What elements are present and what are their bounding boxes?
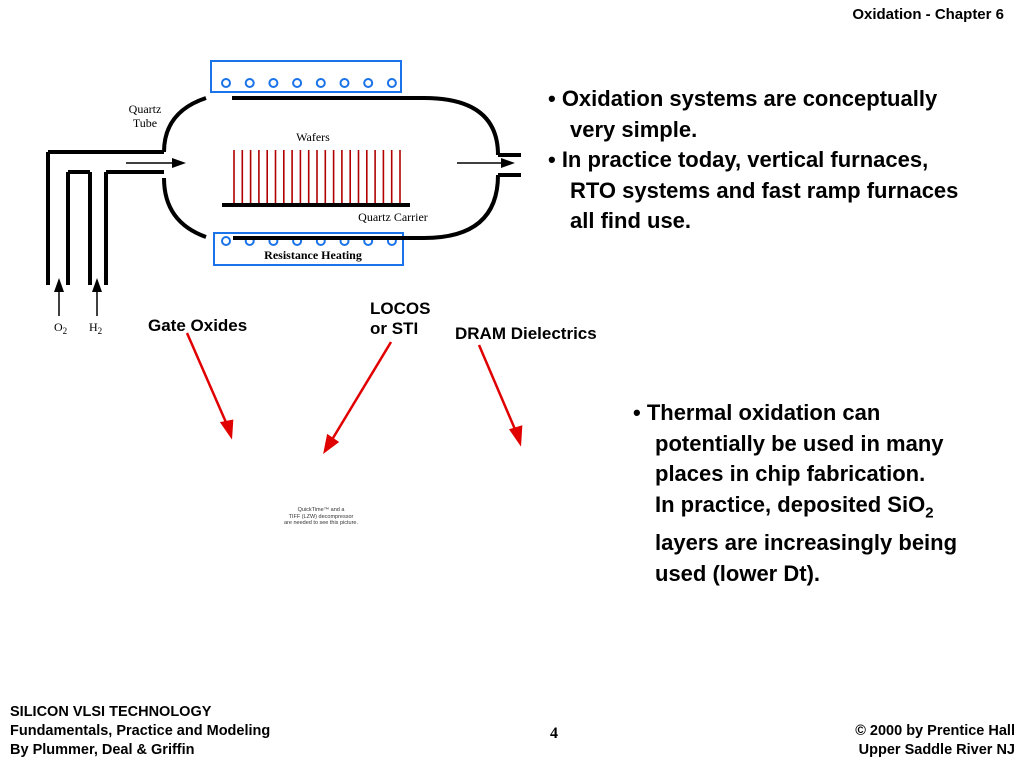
arrow-gate-oxides-head [219,419,234,440]
quartz-tube [46,96,521,285]
o2-inlet-arrow [54,278,64,316]
bullet-2-line2: RTO systems and fast ramp furnaces [570,177,959,203]
slide-header-title: Oxidation - Chapter 6 [852,6,1004,23]
gas-flow-arrow-in [126,158,186,168]
locos-label: LOCOS or STI [370,299,430,339]
gate-oxides-label: Gate Oxides [148,316,248,335]
bullet-3-line3: places in chip fabrication. [655,461,926,486]
top-heater-coils [221,78,397,88]
heater-coil [221,236,231,246]
heater-coil [268,78,279,88]
bullet-3-line5: layers are increasingly being [655,530,958,556]
heater-coil [315,78,326,88]
footer-left: SILICON VLSI TECHNOLOGY Fundamentals, Pr… [10,704,271,758]
arrow-locos-head [323,433,340,454]
locos-label-line1: LOCOS [370,299,431,318]
arrow-dram-head [508,425,523,447]
quartz-tube-label-1: Quartz [129,102,162,116]
gas-flow-arrow-out [457,158,515,168]
bullet-3-line1: • Thermal oxidation can [633,400,881,425]
o2-label: O2 [54,320,67,336]
page-number: 4 [550,725,558,742]
bullet-3-line6: used (lower Dt). [655,560,821,586]
bullet-2-line1: • In practice today, vertical furnaces, [548,147,929,172]
h2-label: H2 [89,320,102,336]
arrow-locos [328,341,393,444]
quartz-carrier-label: Quartz Carrier [358,210,428,224]
bottom-heater-coils [221,236,397,246]
heater-coil [386,78,397,88]
bullet-1-line1: • Oxidation systems are conceptually [548,86,938,111]
wafers-label: Wafers [296,130,330,144]
arrow-dram [477,344,519,435]
bullet-3-line2: potentially be used in many [655,430,944,456]
heater-coil [292,78,303,88]
bullets-bottom: • Thermal oxidation can potentially be u… [633,398,957,589]
h2-inlet-arrow [92,278,102,316]
bullet-1-line2: very simple. [570,116,698,142]
heater-coil [339,78,350,88]
wafers [233,150,401,204]
bullet-2-line3: all find use. [570,208,692,233]
heater-coil [363,78,374,88]
heater-coil [244,78,255,88]
locos-label-line2: or STI [370,319,419,338]
top-heater-box [210,60,402,93]
footer-right: © 2000 by Prentice Hall Upper Saddle Riv… [855,723,1015,758]
furnace-diagram: Quartz Tube Wafers Quartz Carrier Resist… [46,60,521,336]
heater-coil [221,78,231,88]
bullets-top: • Oxidation systems are conceptually ver… [548,84,958,237]
image-placeholder-text: QuickTime™ and a TIFF (LZW) decompressor… [284,507,358,526]
dram-dielectrics-label: DRAM Dielectrics [455,324,597,343]
quartz-tube-label-2: Tube [133,116,157,130]
bottom-heater-box [213,232,404,266]
resistance-heating-label: Resistance Heating [264,248,362,262]
arrow-gate-oxides [185,332,230,428]
bullet-3-line4: In practice, deposited SiO2 [655,491,934,521]
